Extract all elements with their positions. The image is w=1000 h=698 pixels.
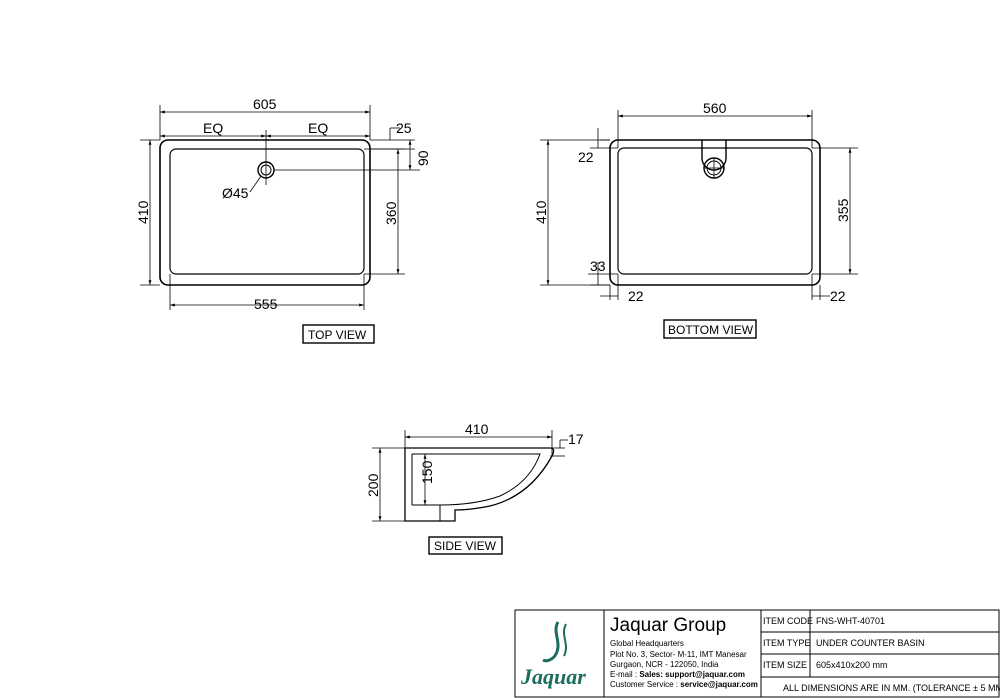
side-view [404,447,555,522]
side-depth-410: 410 [465,421,489,437]
title-block [514,609,1000,698]
bottom-view-label: BOTTOM VIEW [668,323,754,337]
top-view-inner-bowl [169,148,365,275]
side-view-dimensions [372,430,568,522]
service-line: Customer Service : service@jaquar.com [610,680,758,689]
bottom-height-410: 410 [533,200,549,224]
bottom-view [609,139,821,286]
email-line: E-mail : Sales: support@jaquar.com [610,670,745,679]
item-size-label: ITEM SIZE [763,660,807,670]
service-prefix: Customer Service : [610,680,680,689]
item-type-label: ITEM TYPE [763,638,810,648]
company-name: Jaquar Group [610,615,726,636]
top-rim-25: 25 [396,120,412,136]
top-view [159,130,420,286]
side-height-200: 200 [365,473,381,497]
top-tap-90: 90 [415,150,431,166]
dimension-note: ALL DIMENSIONS ARE IN MM. (TOLERANCE ± 5… [783,683,1000,693]
item-size-value: 605x410x200 mm [816,660,888,670]
bottom-33: 33 [590,258,606,274]
bottom-inner-355: 355 [835,198,851,222]
bottom-right-22: 22 [830,288,846,304]
email-prefix: E-mail : [610,670,639,679]
side-bowl-150: 150 [419,460,435,484]
address-line-1: Plot No. 3, Sector- M-11, IMT Manesar [610,650,747,659]
bottom-view-label-box [663,319,757,339]
top-view-outer-rim [159,139,371,286]
top-width-605: 605 [253,96,277,112]
bottom-view-inner [617,147,813,275]
bottom-left-22: 22 [628,288,644,304]
top-eq-right: EQ [308,120,328,136]
top-eq-left: EQ [203,120,223,136]
item-type-value: UNDER COUNTER BASIN [816,638,925,648]
address-line-2: Gurgaon, NCR - 122050, India [610,660,719,669]
bottom-width-560: 560 [703,100,727,116]
bottom-view-dimensions [540,110,858,300]
jaquar-logo: Jaquar [520,621,586,689]
top-view-label-box [302,324,375,344]
top-height-410: 410 [135,200,151,224]
side-view-label: SIDE VIEW [434,539,497,553]
item-code-value: FNS-WHT-40701 [816,616,885,626]
top-view-dimensions [140,105,415,310]
top-view-label: TOP VIEW [308,328,367,342]
bottom-view-outer [609,139,821,286]
side-view-profile [404,447,555,522]
logo-text: Jaquar [520,664,586,689]
top-inner-360: 360 [383,201,399,225]
side-view-label-box [428,536,503,555]
top-tap-hole-dia: Ø45 [222,185,249,201]
side-rim-17: 17 [568,431,584,447]
item-code-label: ITEM CODE [763,616,813,626]
top-inner-555: 555 [254,296,278,312]
side-view-inner-bowl [412,453,541,506]
hq-label: Global Headquarters [610,639,684,648]
sales-email[interactable]: Sales: support@jaquar.com [639,670,745,679]
bottom-top-22: 22 [578,149,594,165]
service-email[interactable]: service@jaquar.com [680,680,758,689]
